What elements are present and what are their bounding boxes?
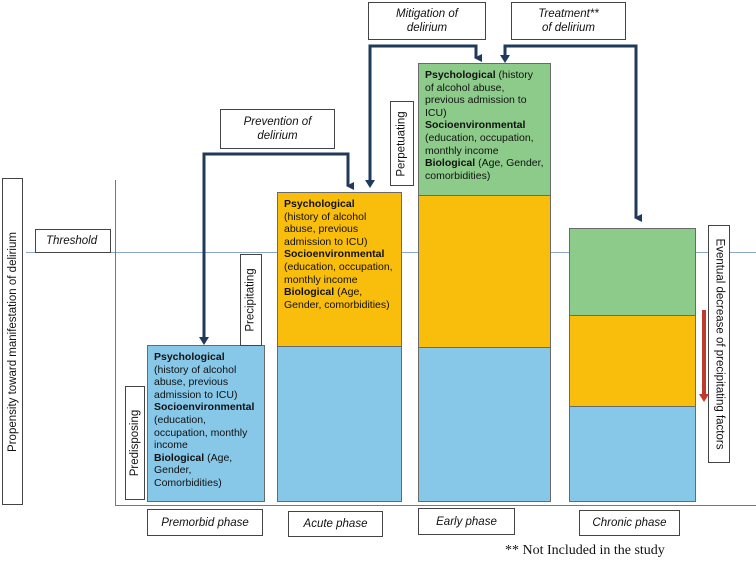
decrease-arrow-head	[699, 394, 709, 402]
treatment-arrow-head-left	[500, 55, 510, 63]
mitigation-arrow-head-left	[365, 180, 375, 188]
treatment-label: Treatment** of delirium	[511, 2, 626, 40]
mitigation-label: Mitigation of delirium	[368, 2, 486, 40]
y-axis-label: Propensity toward manifestation of delir…	[2, 178, 23, 505]
footnote: ** Not Included in the study	[505, 543, 665, 558]
predisposing-block-premorbid: Psychological (history of alcohol abuse,…	[147, 345, 265, 502]
predisposing-block-early	[418, 347, 551, 502]
prevention-label: Prevention of delirium	[220, 109, 335, 149]
predisposing-block-chronic	[569, 406, 696, 502]
phase-chronic: Chronic phase	[579, 510, 680, 536]
prevention-arrow	[202, 152, 354, 343]
phase-early: Early phase	[418, 508, 515, 535]
precipitating-block-acute: Psychological (history of alcohol abuse,…	[277, 192, 402, 347]
x-axis-line	[115, 505, 756, 506]
mitigation-arrow	[368, 44, 482, 185]
precipitating-label: Precipitating	[240, 254, 262, 346]
phase-acute: Acute phase	[288, 511, 383, 537]
decrease-label: Eventual decrease of precipitating facto…	[708, 225, 730, 463]
perpetuating-label: Perpetuating	[390, 101, 414, 186]
perpetuating-block-early: Psychological (history of alcohol abuse,…	[418, 63, 551, 196]
threshold-label: Threshold	[35, 229, 111, 253]
predisposing-label: Predisposing	[125, 386, 145, 500]
phase-premorbid: Premorbid phase	[147, 509, 263, 536]
prevention-arrow-head-bottom	[199, 337, 209, 345]
perpetuating-block-chronic	[569, 228, 696, 316]
y-axis-line	[115, 180, 116, 505]
predisposing-block-acute	[277, 346, 402, 502]
treatment-arrow	[503, 44, 642, 222]
precipitating-block-early	[418, 195, 551, 348]
